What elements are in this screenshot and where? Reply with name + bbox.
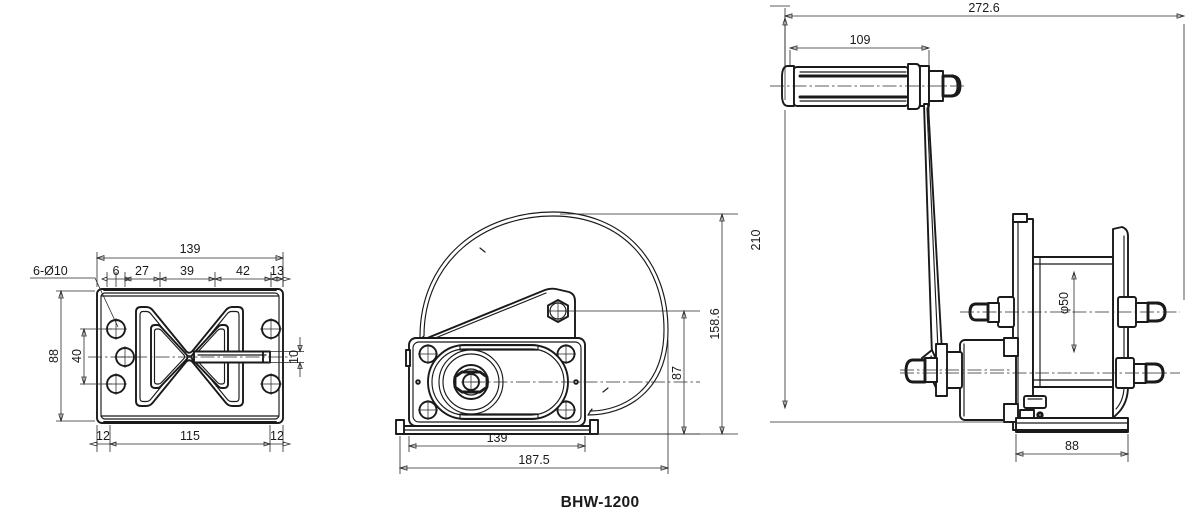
dim-39-label: 39 [180, 264, 194, 278]
drawing-title: BHW-1200 [561, 494, 640, 511]
mounting-hole [260, 373, 282, 395]
cable-drum-spiral [417, 211, 669, 416]
front-base-plate [1015, 417, 1129, 433]
dim-d50-label: φ50 [1057, 292, 1071, 314]
dim-88-left [56, 289, 95, 423]
dim-13-label: 13 [270, 264, 284, 278]
top-view-base-plate: 6-Ø10 139 6 27 39 42 13 88 40 [30, 242, 304, 452]
hole-callout-text: 6-Ø10 [33, 264, 68, 278]
dim-10-label: 10 [287, 350, 301, 364]
dim-27-label: 27 [135, 264, 149, 278]
upper-left-bearing [968, 296, 1015, 328]
housing-bolt [418, 400, 438, 420]
dim-139-label: 139 [180, 242, 201, 256]
dim-88-label: 88 [47, 349, 61, 363]
clutch-housing [900, 337, 1019, 423]
dim-139-side-label: 139 [487, 431, 508, 445]
side-view-winch: 139 187.5 158.6 87 [395, 211, 738, 474]
dim-chain-top [100, 272, 292, 287]
ratchet-arm [419, 287, 576, 346]
housing-bolt [556, 400, 576, 420]
winch-body-front: φ50 [900, 213, 1180, 433]
housing-bolt [418, 344, 438, 364]
dim-10-right [268, 337, 304, 377]
front-view-winch: 272.6 109 [749, 1, 1186, 462]
dim-1875 [398, 340, 670, 474]
housing-bolt [556, 344, 576, 364]
dim-40-label: 40 [70, 349, 84, 363]
dim-109-label: 109 [850, 33, 871, 47]
dim-6-label: 6 [113, 264, 120, 278]
dim-210 [770, 5, 1016, 423]
dim-115-label: 115 [180, 429, 200, 443]
dim-139-top [95, 252, 285, 287]
dim-1875-label: 187.5 [518, 453, 549, 467]
crank-handle-grip [770, 63, 965, 110]
dim-87 [558, 309, 700, 436]
mounting-hole [260, 318, 282, 340]
dim-2726-label: 272.6 [968, 1, 999, 15]
dim-40 [80, 327, 112, 386]
dim-88-front-label: 88 [1065, 439, 1079, 453]
ratchet-pawl-detail [1019, 395, 1047, 421]
dim-88-front [1014, 434, 1130, 462]
dim-139-side [407, 436, 587, 452]
dim-bottom-chain [88, 425, 292, 452]
dim-210-label: 210 [749, 230, 763, 251]
dim-42-label: 42 [236, 264, 250, 278]
dim-1586-label: 158.6 [708, 308, 722, 339]
hole-callout-leader [30, 277, 119, 328]
dim-12-left-label: 12 [96, 429, 110, 443]
dim-87-label: 87 [670, 366, 684, 380]
dim-12-right-label: 12 [270, 429, 284, 443]
